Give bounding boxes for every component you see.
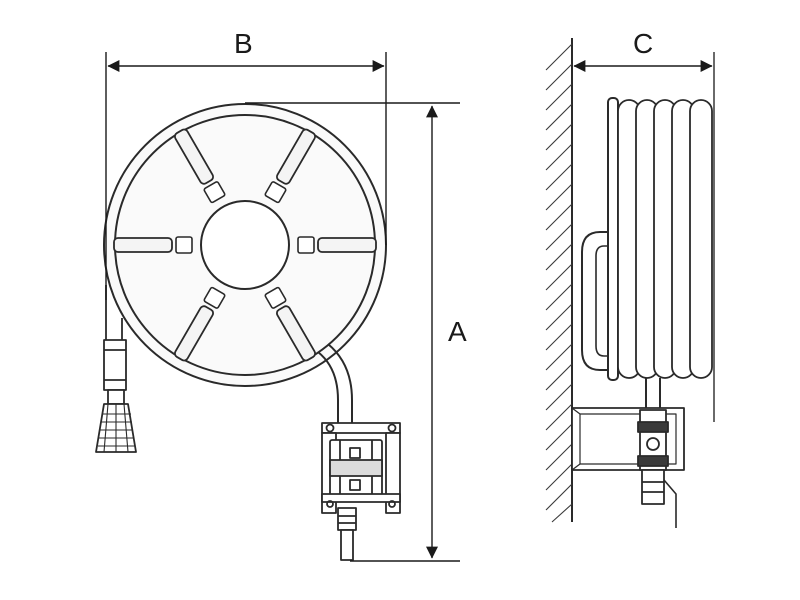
hole: [175, 236, 193, 254]
hole: [203, 286, 226, 309]
side-handle: [581, 231, 612, 371]
outlet-fitting: [337, 507, 357, 531]
side-bracket: [571, 407, 685, 528]
hole: [297, 236, 315, 254]
valve-bracket: [321, 422, 401, 561]
side-outlet: [641, 469, 665, 505]
hose-coils: [617, 99, 713, 379]
spoke-upper-right: [276, 128, 316, 185]
spoke-lower-right: [276, 305, 316, 362]
reel-spokes: [113, 128, 377, 362]
dimension-a: [245, 102, 460, 562]
reel-hub: [200, 200, 290, 290]
supply-pipe: [317, 343, 353, 425]
spoke-upper-left: [174, 128, 214, 185]
outlet-pipe: [340, 529, 354, 561]
hose-sleeve: [103, 339, 127, 391]
valve-band: [329, 459, 383, 477]
dimension-label-a: A: [448, 316, 467, 347]
spoke-holes: [175, 181, 315, 309]
side-view: [545, 38, 715, 528]
nozzle-collar: [107, 389, 125, 405]
spoke-left: [113, 237, 173, 253]
hole: [264, 286, 287, 309]
hole: [264, 181, 287, 204]
dimension-label-b: B: [234, 28, 253, 59]
reel-side-plate: [607, 97, 619, 381]
wall: [545, 38, 573, 523]
drain-lever: [663, 479, 677, 528]
side-valve-band: [637, 421, 669, 433]
spoke-right: [317, 237, 377, 253]
front-view: [95, 103, 401, 561]
dimension-label-c: C: [633, 28, 654, 59]
hole: [203, 181, 226, 204]
dimension-b: [105, 52, 387, 300]
spoke-lower-left: [174, 305, 214, 362]
